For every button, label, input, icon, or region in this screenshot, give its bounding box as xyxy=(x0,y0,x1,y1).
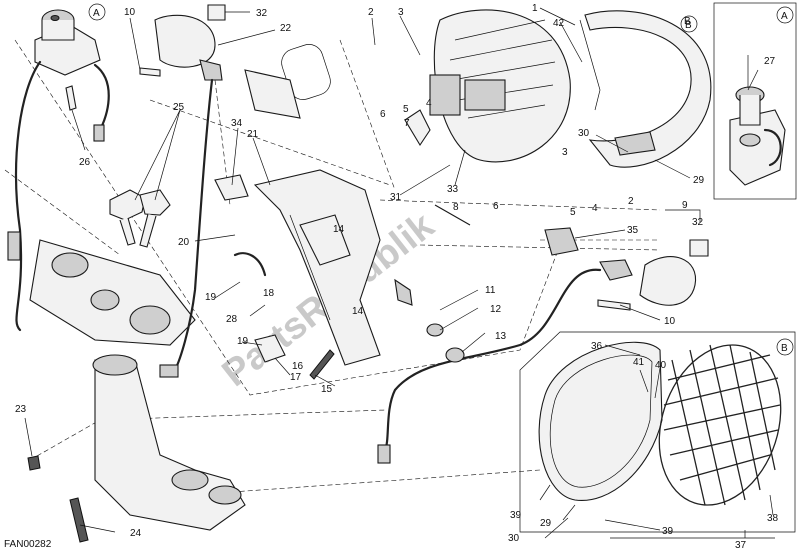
callout-label: 40 xyxy=(655,360,667,371)
connector xyxy=(377,444,391,464)
inset-a-label: A xyxy=(781,11,788,22)
callout-label: 21 xyxy=(247,129,259,140)
cover-plate xyxy=(244,69,301,119)
callout-labels: 10 32 22 2 3 1 42 B 25 26 34 21 4 5 6 7 … xyxy=(15,3,779,550)
keys xyxy=(109,189,171,248)
headlight-rim xyxy=(579,10,712,168)
grommet xyxy=(445,347,465,363)
callout-label: 25 xyxy=(173,102,185,113)
callout-label: 13 xyxy=(495,331,507,342)
callout-label: 37 xyxy=(735,540,747,550)
resistor xyxy=(254,334,286,363)
callout-label: 36 xyxy=(591,341,603,352)
diagram-code: FAN00282 xyxy=(4,539,52,550)
callout-label: 26 xyxy=(79,157,91,168)
turn-signal-wire-right xyxy=(383,268,602,452)
callout-label: 24 xyxy=(130,528,142,539)
callout-label: 6 xyxy=(493,201,499,212)
connector xyxy=(159,364,179,378)
callout-label: 32 xyxy=(256,8,268,19)
callout-label: 31 xyxy=(390,192,402,203)
callout-label: 1 xyxy=(532,3,538,14)
harness-wire xyxy=(233,252,267,277)
turn-signal-left xyxy=(139,4,226,81)
callout-label: B xyxy=(684,16,691,27)
ignition-switch xyxy=(34,9,101,76)
callout-label: 30 xyxy=(578,128,590,139)
callout-label: 34 xyxy=(231,118,243,129)
callout-label: 3 xyxy=(562,147,568,158)
callout-label: 3 xyxy=(398,7,404,18)
callout-label: 22 xyxy=(280,23,292,34)
bolt xyxy=(69,497,89,543)
headlight-body xyxy=(404,9,571,163)
callout-label: 10 xyxy=(124,7,136,18)
callout-label: 14 xyxy=(333,224,345,235)
callout-label: 19 xyxy=(237,336,249,347)
callout-label: 6 xyxy=(380,109,386,120)
callout-label: 28 xyxy=(226,314,238,325)
callout-label: 23 xyxy=(15,404,27,415)
callout-label: 42 xyxy=(553,18,565,29)
callout-label: 38 xyxy=(767,513,779,524)
callout-label: 18 xyxy=(263,288,275,299)
callout-label: 2 xyxy=(628,196,634,207)
bolt xyxy=(65,85,77,111)
view-b-label: B xyxy=(685,20,692,31)
ignition-wire-2 xyxy=(93,63,110,132)
callout-label: 35 xyxy=(627,225,639,236)
spring xyxy=(434,204,471,226)
callout-label: 41 xyxy=(633,357,645,368)
callout-label: 29 xyxy=(693,175,705,186)
callout-label: 14 xyxy=(352,306,364,317)
callout-label: 30 xyxy=(508,533,520,544)
steering-stem xyxy=(92,354,246,531)
callout-label: 4 xyxy=(426,98,432,109)
connector xyxy=(93,124,105,142)
callout-label: 12 xyxy=(490,304,502,315)
callout-label: 10 xyxy=(664,316,676,327)
callout-label: 33 xyxy=(447,184,459,195)
seal-gasket xyxy=(281,44,331,100)
callout-label: 20 xyxy=(178,237,190,248)
leader-lines xyxy=(24,7,775,539)
callout-label: 8 xyxy=(453,202,459,213)
callout-label: 19 xyxy=(205,292,217,303)
callout-label: 39 xyxy=(510,510,522,521)
inset-a-box xyxy=(713,2,797,200)
view-circles: A B A B xyxy=(88,3,794,356)
callout-label: 11 xyxy=(485,285,496,296)
inset-b-label: B xyxy=(781,343,788,354)
rubber-mount xyxy=(544,227,579,256)
inset-b-box xyxy=(519,331,796,533)
bracket-pad xyxy=(214,174,249,201)
ignition-wire xyxy=(14,60,42,332)
bolt xyxy=(309,349,335,380)
callout-label: 39 xyxy=(662,526,674,537)
callout-label: 27 xyxy=(764,56,776,67)
callout-label: 5 xyxy=(570,207,576,218)
callout-label: 2 xyxy=(368,7,374,18)
callout-label: 15 xyxy=(321,384,333,395)
grommet xyxy=(426,323,444,337)
nut xyxy=(27,455,41,471)
turn-signal-right xyxy=(597,239,709,311)
connector xyxy=(7,231,21,261)
turn-signal-wire xyxy=(173,78,214,372)
callout-label: 16 xyxy=(292,361,304,372)
callout-label: 32 xyxy=(692,217,704,228)
headlight-bracket xyxy=(253,169,413,366)
callout-label: 4 xyxy=(592,203,598,214)
callout-label: 29 xyxy=(540,518,552,529)
top-yoke xyxy=(29,239,196,346)
headlight-grille xyxy=(658,344,782,506)
view-a-label: A xyxy=(93,8,100,19)
callout-label: 7 xyxy=(404,118,410,129)
callout-label: 17 xyxy=(290,372,302,383)
callout-label: 9 xyxy=(682,200,688,211)
callout-label: 5 xyxy=(403,104,409,115)
